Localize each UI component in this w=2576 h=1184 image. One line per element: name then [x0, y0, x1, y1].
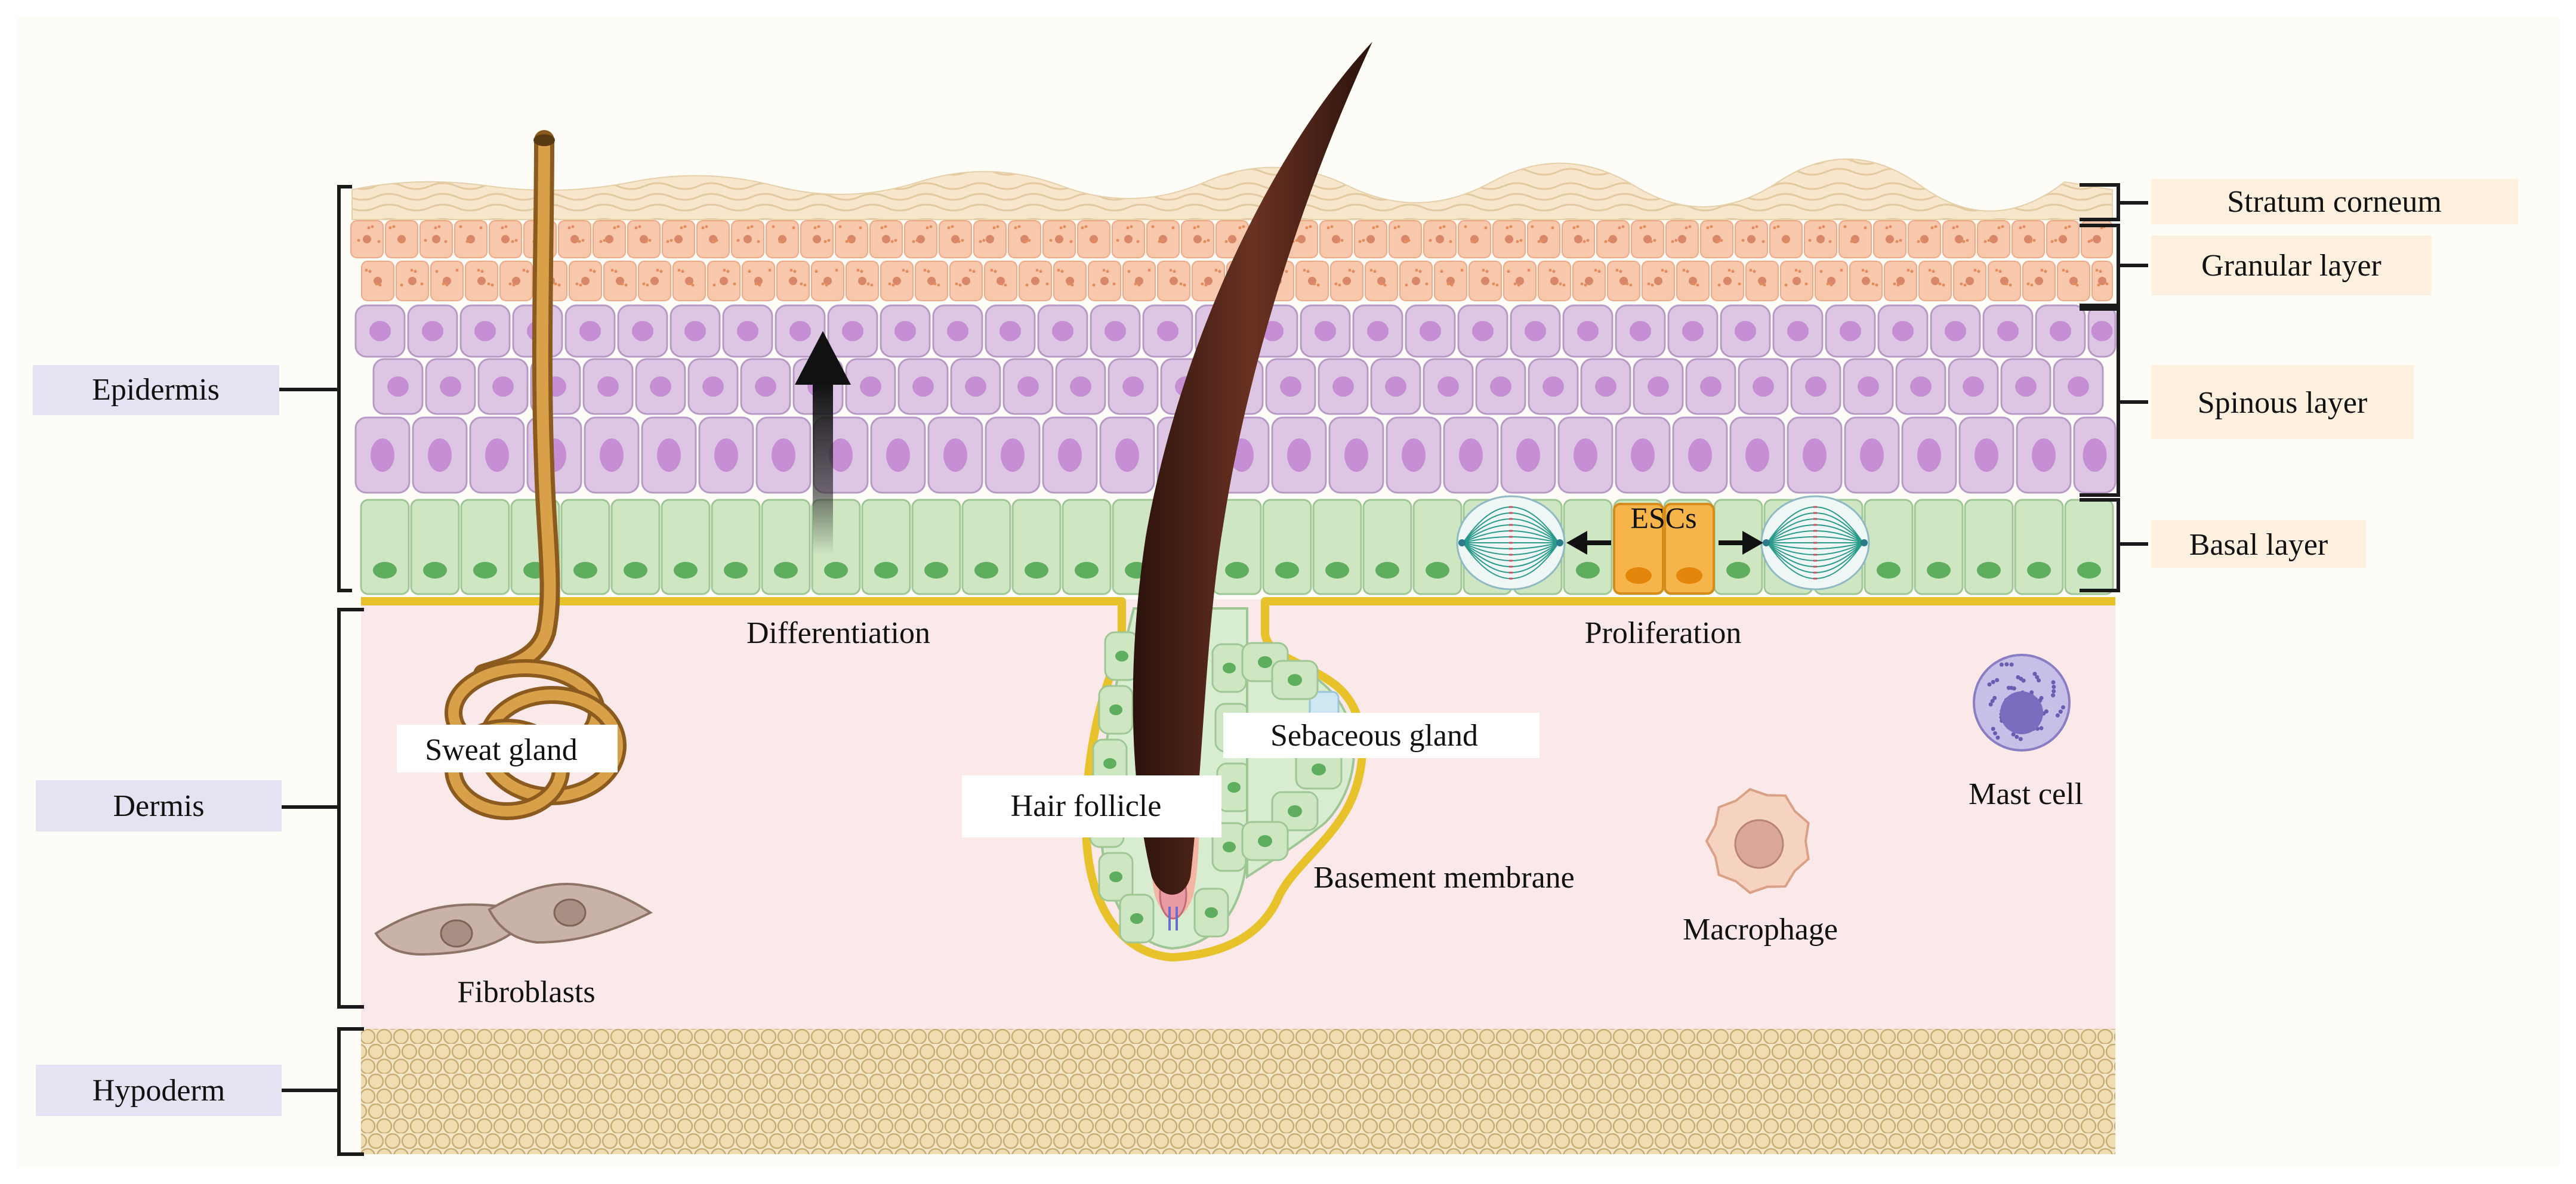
label-mast-cell: Mast cell [1969, 777, 2083, 811]
label-basal-layer: Basal layer [2151, 520, 2366, 568]
svg-text:Granular layer: Granular layer [2201, 249, 2381, 283]
svg-text:Dermis: Dermis [113, 789, 204, 823]
label-hypoderm: Hypoderm [36, 1065, 282, 1116]
svg-text:Hypoderm: Hypoderm [92, 1074, 225, 1108]
granular-layer [350, 220, 2113, 301]
right-brackets [2080, 183, 2148, 592]
mitotic-spindle-right [1760, 495, 1870, 591]
hair-shaft [1133, 42, 1372, 895]
label-granular-layer: Granular layer [2151, 236, 2432, 295]
svg-text:Stratum corneum: Stratum corneum [2227, 185, 2442, 219]
label-sebaceous-gland: Sebaceous gland [1223, 713, 1540, 758]
mast-cell [1973, 654, 2071, 752]
svg-text:Hair follicle: Hair follicle [1011, 789, 1162, 823]
hypoderm-tissue [361, 1007, 2115, 1154]
fibroblasts [374, 882, 653, 956]
label-macrophage: Macrophage [1683, 913, 1838, 947]
macrophage [1705, 788, 1810, 894]
proliferation-arrows [1566, 531, 1763, 555]
left-brackets [279, 185, 364, 1156]
escs-cells [1613, 503, 1715, 595]
label-spinous-layer: Spinous layer [2151, 365, 2414, 439]
label-dermis: Dermis [36, 780, 282, 831]
differentiation-arrow [795, 331, 851, 555]
svg-text:Spinous layer: Spinous layer [2198, 386, 2368, 420]
svg-text:Basal layer: Basal layer [2189, 528, 2328, 562]
svg-text:Sweat gland: Sweat gland [425, 733, 578, 767]
label-differentiation: Differentiation [746, 616, 930, 650]
label-hair-follicle: Hair follicle [962, 775, 1221, 837]
label-escs: ESCs [1630, 501, 1696, 534]
label-epidermis: Epidermis [33, 365, 279, 415]
stratum-corneum [351, 158, 2113, 220]
label-stratum-corneum: Stratum corneum [2151, 179, 2518, 224]
label-basement-membrane: Basement membrane [1313, 861, 1575, 895]
label-proliferation: Proliferation [1585, 616, 1742, 650]
label-fibroblasts: Fibroblasts [457, 975, 595, 1009]
label-sweat-gland: Sweat gland [397, 725, 618, 772]
svg-text:Sebaceous gland: Sebaceous gland [1270, 719, 1478, 753]
mitotic-spindle-left [1456, 495, 1566, 591]
svg-text:Epidermis: Epidermis [92, 373, 220, 407]
